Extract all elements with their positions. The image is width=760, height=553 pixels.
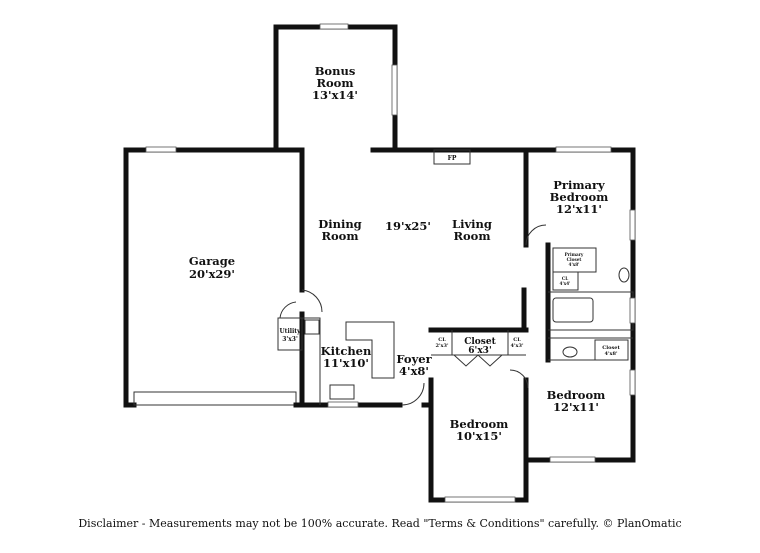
cl-left-size: 2'x3' bbox=[435, 343, 448, 349]
primary-closet-box bbox=[552, 247, 597, 273]
stove bbox=[304, 319, 320, 335]
toilet-primary bbox=[618, 267, 630, 283]
bedroom-right-name: Bedroom bbox=[547, 388, 606, 402]
utility-box bbox=[277, 317, 303, 351]
garage-name: Garage bbox=[189, 254, 235, 268]
cl-right-name: CL bbox=[513, 337, 521, 343]
foyer-name: Foyer bbox=[396, 352, 432, 366]
bathtub bbox=[552, 297, 594, 323]
utility-size: 3'x3' bbox=[282, 336, 298, 343]
door-swing-closet bbox=[453, 354, 503, 367]
closet-small-box bbox=[594, 339, 629, 361]
kitchen-counter bbox=[345, 321, 395, 379]
cl-left-name: CL bbox=[438, 337, 446, 343]
kitchen-size: 11'x10' bbox=[323, 356, 369, 370]
primary-closet-size: 4'x8' bbox=[569, 262, 580, 267]
garage-door bbox=[133, 391, 297, 406]
door-swing-bedroom bbox=[509, 369, 529, 389]
toilet-hall bbox=[562, 346, 578, 358]
bedroom-center-size: 10'x15' bbox=[456, 429, 502, 443]
foyer-size: 4'x8' bbox=[399, 364, 429, 378]
hall-bath-box bbox=[548, 337, 633, 361]
closet-small-size: 4'x8' bbox=[604, 351, 617, 357]
kitchen-sink bbox=[329, 384, 355, 400]
garage-left-wall bbox=[123, 147, 137, 408]
door-swing-primary bbox=[525, 224, 547, 246]
window-bonus-right bbox=[391, 64, 398, 116]
fireplace-label: FP bbox=[448, 155, 457, 162]
window-primary-top bbox=[555, 146, 612, 153]
room-labels: Bonus Room 13'x14' Garage 20'x29' Dining… bbox=[189, 64, 621, 443]
kitchen-wall bbox=[302, 317, 321, 405]
fixtures bbox=[279, 149, 630, 406]
window-garage-top bbox=[145, 146, 177, 153]
bonus-room-name: Bonus bbox=[315, 64, 356, 78]
closet-name: Closet bbox=[464, 337, 496, 347]
bedroom-center-name: Bedroom bbox=[450, 417, 509, 431]
door-swing-front bbox=[401, 382, 425, 406]
closet-size: 6'x3' bbox=[468, 346, 491, 356]
window-bonus-top bbox=[319, 23, 349, 30]
garage-size: 20'x29' bbox=[189, 267, 235, 281]
primary-name2: Bedroom bbox=[550, 190, 609, 204]
windows bbox=[145, 23, 636, 503]
bonus-room-name2: Room bbox=[316, 76, 353, 90]
fireplace-box bbox=[433, 149, 471, 165]
dining-name: Dining bbox=[318, 217, 361, 231]
cl-right-size: 4'x3' bbox=[510, 343, 523, 349]
primary-closet-name2: Closet bbox=[567, 257, 582, 262]
kitchen-name: Kitchen bbox=[321, 344, 372, 358]
great-room-size: 19'x25' bbox=[385, 219, 431, 233]
dining-name2: Room bbox=[321, 229, 358, 243]
door-swing-garage bbox=[301, 289, 323, 313]
window-center-bedroom-bottom bbox=[444, 496, 516, 503]
primary-closet-name: Primary bbox=[565, 252, 584, 257]
closet-small-name: Closet bbox=[602, 345, 620, 351]
window-primary-right bbox=[629, 209, 636, 241]
living-name: Living bbox=[452, 217, 492, 231]
window-bedroom-right-bottom bbox=[549, 456, 596, 463]
cl-primary-size: 4'x4' bbox=[560, 281, 571, 286]
window-bedroom-right bbox=[629, 369, 636, 396]
bedroom-right-size: 12'x11' bbox=[553, 400, 599, 414]
cl-primary-name: CL bbox=[562, 276, 568, 281]
cl-primary-box bbox=[552, 271, 579, 291]
utility-name: Utility bbox=[279, 328, 301, 335]
door-swing-utility bbox=[279, 301, 297, 319]
bonus-room-size: 13'x14' bbox=[312, 88, 358, 102]
disclaimer-text: Disclaimer - Measurements may not be 100… bbox=[78, 517, 682, 530]
primary-name: Primary bbox=[553, 178, 605, 192]
living-name2: Room bbox=[453, 229, 490, 243]
window-bath-right bbox=[629, 297, 636, 324]
window-kitchen-bottom bbox=[327, 401, 359, 408]
primary-size: 12'x11' bbox=[556, 202, 602, 216]
